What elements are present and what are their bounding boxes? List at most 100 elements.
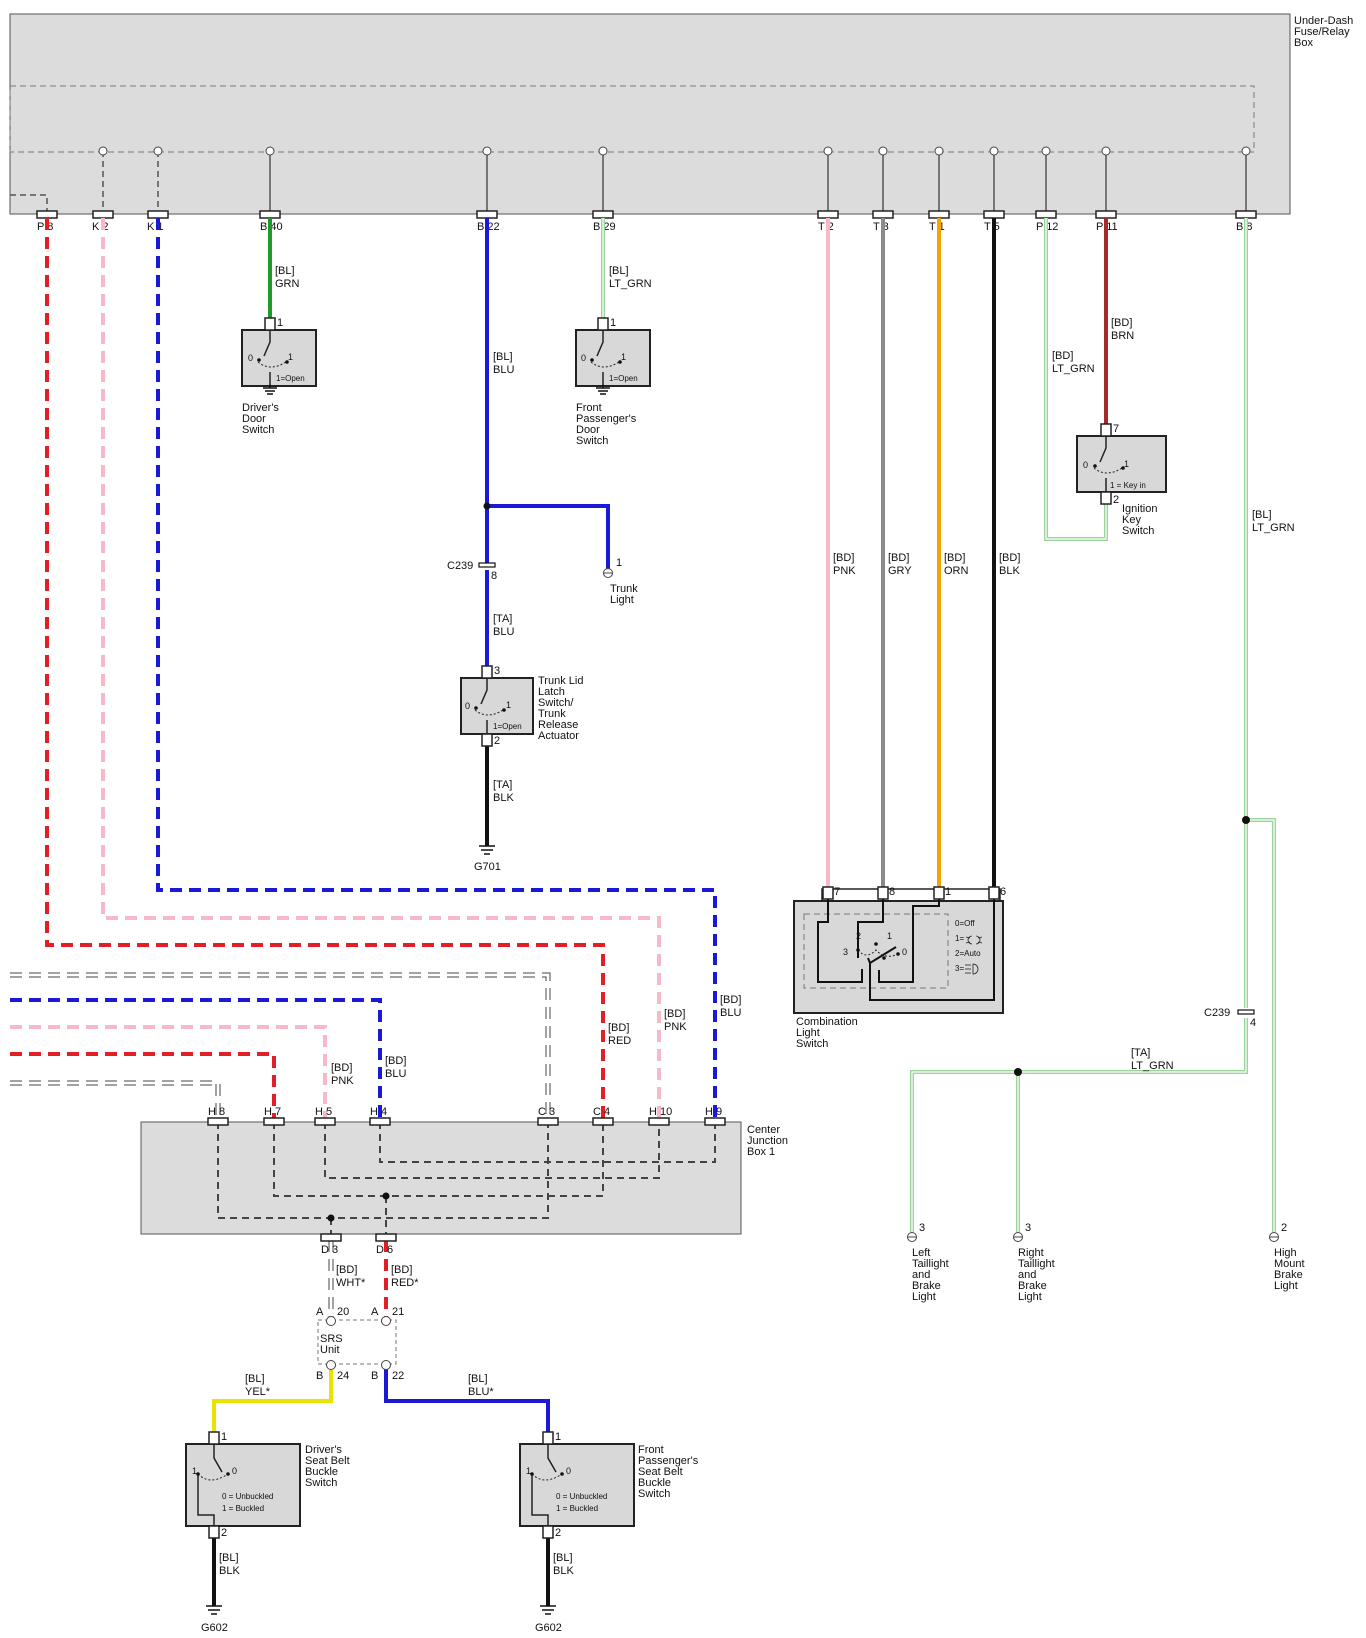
cjb-pin-h10: H 10 (649, 1106, 672, 1118)
under-dash-fuse-relay-box: Under-Dash Fuse/Relay Box (9, 13, 1353, 233)
trunk-lid-name-5: Release (538, 719, 578, 731)
ignition-pos1: 1 (1124, 459, 1129, 469)
srs-name-2: Unit (320, 1344, 340, 1356)
cjb-pin-d3: D 3 (321, 1244, 338, 1256)
c239-upper-label: C239 (447, 560, 473, 572)
wire-h4-blu (10, 998, 382, 1120)
label-taillight-2: LT_GRN (1131, 1060, 1174, 1072)
label-b29-2: LT_GRN (609, 278, 652, 290)
combo-pin-1: 1 (945, 886, 951, 898)
label-t1-1: [BD] (944, 552, 965, 564)
front-pass-door-pos1: 1 (621, 352, 626, 362)
srs-pin-b22-n: 22 (392, 1370, 404, 1382)
label-t3-2: GRY (888, 565, 912, 577)
fuse-box-name-line3: Box (1294, 37, 1313, 49)
srs-unit: A 20 A 21 B 24 B 22 SRS Unit (316, 1306, 404, 1382)
wire-k1-blu (156, 218, 717, 1120)
front-passenger-seat-belt-switch: 1 0 0 = Unbuckled 1 = Buckled 1 2 Front … (519, 1431, 699, 1539)
ground-g701: G701 (474, 845, 501, 873)
front-pass-door-name-4: Switch (576, 435, 608, 447)
ground-g602-passenger: G602 (535, 1605, 562, 1634)
label-h4-2: BLU (385, 1068, 406, 1080)
pass-belt-name-5: Switch (638, 1488, 670, 1500)
fuse-box-name-line1: Under-Dash (1294, 15, 1353, 27)
label-trunk-gnd-2: BLK (493, 792, 514, 804)
ignition-pin-top: 7 (1113, 423, 1119, 435)
drivers-door-pos0: 0 (248, 353, 253, 363)
front-pass-door-state: 1=Open (609, 374, 638, 383)
label-p8-1: [BD] (608, 1022, 629, 1034)
label-t5-1: [BD] (999, 552, 1020, 564)
trunk-lid-name-4: Trunk (538, 708, 566, 720)
label-srs-b24-1: [BL] (245, 1373, 265, 1385)
ground-icon (479, 845, 495, 855)
combo-name-3: Switch (796, 1038, 828, 1050)
cjb-pin-c4: C 4 (593, 1106, 610, 1118)
front-pass-door-name-1: Front (576, 402, 602, 414)
ground-icon (596, 384, 610, 395)
label-seat-gnd1-1: [BL] (219, 1552, 239, 1564)
wire-trunk-light-blu (487, 504, 610, 570)
front-pass-door-pos0: 0 (581, 353, 586, 363)
combination-light-switch: 7 8 1 6 2 1 3 0 0=Off 1= 2=Auto 3= (793, 886, 1006, 1050)
cjb-pin-d6: D 6 (376, 1244, 393, 1256)
label-p12-2: LT_GRN (1052, 363, 1095, 375)
driver-belt-name-4: Switch (305, 1477, 337, 1489)
label-seat-gnd2-2: BLK (553, 1565, 574, 1577)
label-srs-b22-1: [BL] (468, 1373, 488, 1385)
combo-legend-2: 2=Auto (955, 949, 981, 958)
pass-belt-name-4: Buckle (638, 1477, 671, 1489)
wire-srs-b24-yel (212, 1367, 333, 1432)
wire-h7-red (10, 1052, 276, 1120)
combo-pos-0: 0 (902, 947, 907, 957)
srs-pin-a21-n: 21 (392, 1306, 404, 1318)
left-taillight-pin: 3 (919, 1222, 925, 1234)
label-d6-1: [BD] (391, 1264, 412, 1276)
label-b8-2: LT_GRN (1252, 522, 1295, 534)
combo-legend-3: 3= (955, 964, 964, 973)
trunk-lid-name-6: Actuator (538, 730, 579, 742)
wire-labels: [BL] GRN [BL] LT_GRN [BL] BLU [TA] BLU [… (219, 265, 1295, 1577)
cjb-pin-c3: C 3 (538, 1106, 555, 1118)
srs-pin-a21-a: A (371, 1306, 379, 1318)
driver-belt-pos1: 1 (192, 1466, 197, 1476)
headlight-icon (965, 963, 979, 975)
label-k1-1: [BD] (720, 994, 741, 1006)
front-passenger-door-switch: 0 1 1=Open 1 Front Passenger's Door Swit… (575, 317, 651, 447)
driver-belt-pos0: 0 (232, 1466, 237, 1476)
label-k1-2: BLU (720, 1007, 741, 1019)
driver-belt-legend-2: 1 = Buckled (222, 1504, 264, 1513)
label-d6-2: RED* (391, 1277, 419, 1289)
trunk-lid-state: 1=Open (493, 722, 522, 731)
label-p12-1: [BD] (1052, 350, 1073, 362)
label-h4-1: [BD] (385, 1055, 406, 1067)
label-h5-2: PNK (331, 1075, 354, 1087)
pass-belt-legend-2: 1 = Buckled (556, 1504, 598, 1513)
ignition-pos0: 0 (1083, 460, 1088, 470)
label-taillight-1: [TA] (1131, 1047, 1150, 1059)
ignition-pin-bottom: 2 (1113, 494, 1119, 506)
driver-belt-pin-bottom: 2 (221, 1527, 227, 1539)
srs-pin-b24-n: 24 (337, 1370, 349, 1382)
parking-light-icon (965, 935, 983, 945)
cjb-name-1: Center (747, 1124, 780, 1136)
srs-pin-b24-b: B (316, 1370, 323, 1382)
pin-t5: T 5 (984, 221, 1000, 233)
left-taillight-name-5: Light (912, 1291, 936, 1303)
drivers-seat-belt-switch: 1 0 0 = Unbuckled 1 = Buckled 1 2 Driver… (185, 1431, 350, 1539)
driver-belt-name-1: Driver's (305, 1444, 342, 1456)
label-d3-1: [BD] (336, 1264, 357, 1276)
label-b22-1: [BL] (493, 351, 513, 363)
right-taillight-name-5: Light (1018, 1291, 1042, 1303)
label-p8-2: RED (608, 1035, 631, 1047)
ground-icon (263, 384, 277, 395)
high-mount-pin: 2 (1281, 1222, 1287, 1234)
label-p11-1: [BD] (1111, 317, 1132, 329)
driver-belt-pin-top: 1 (221, 1431, 227, 1443)
cjb-pin-h8: H 8 (208, 1106, 225, 1118)
pass-belt-name-2: Passenger's (638, 1455, 699, 1467)
trunk-lid-pin-bottom: 2 (494, 735, 500, 747)
pin-t1: T 1 (929, 221, 945, 233)
right-taillight-pin: 3 (1025, 1222, 1031, 1234)
